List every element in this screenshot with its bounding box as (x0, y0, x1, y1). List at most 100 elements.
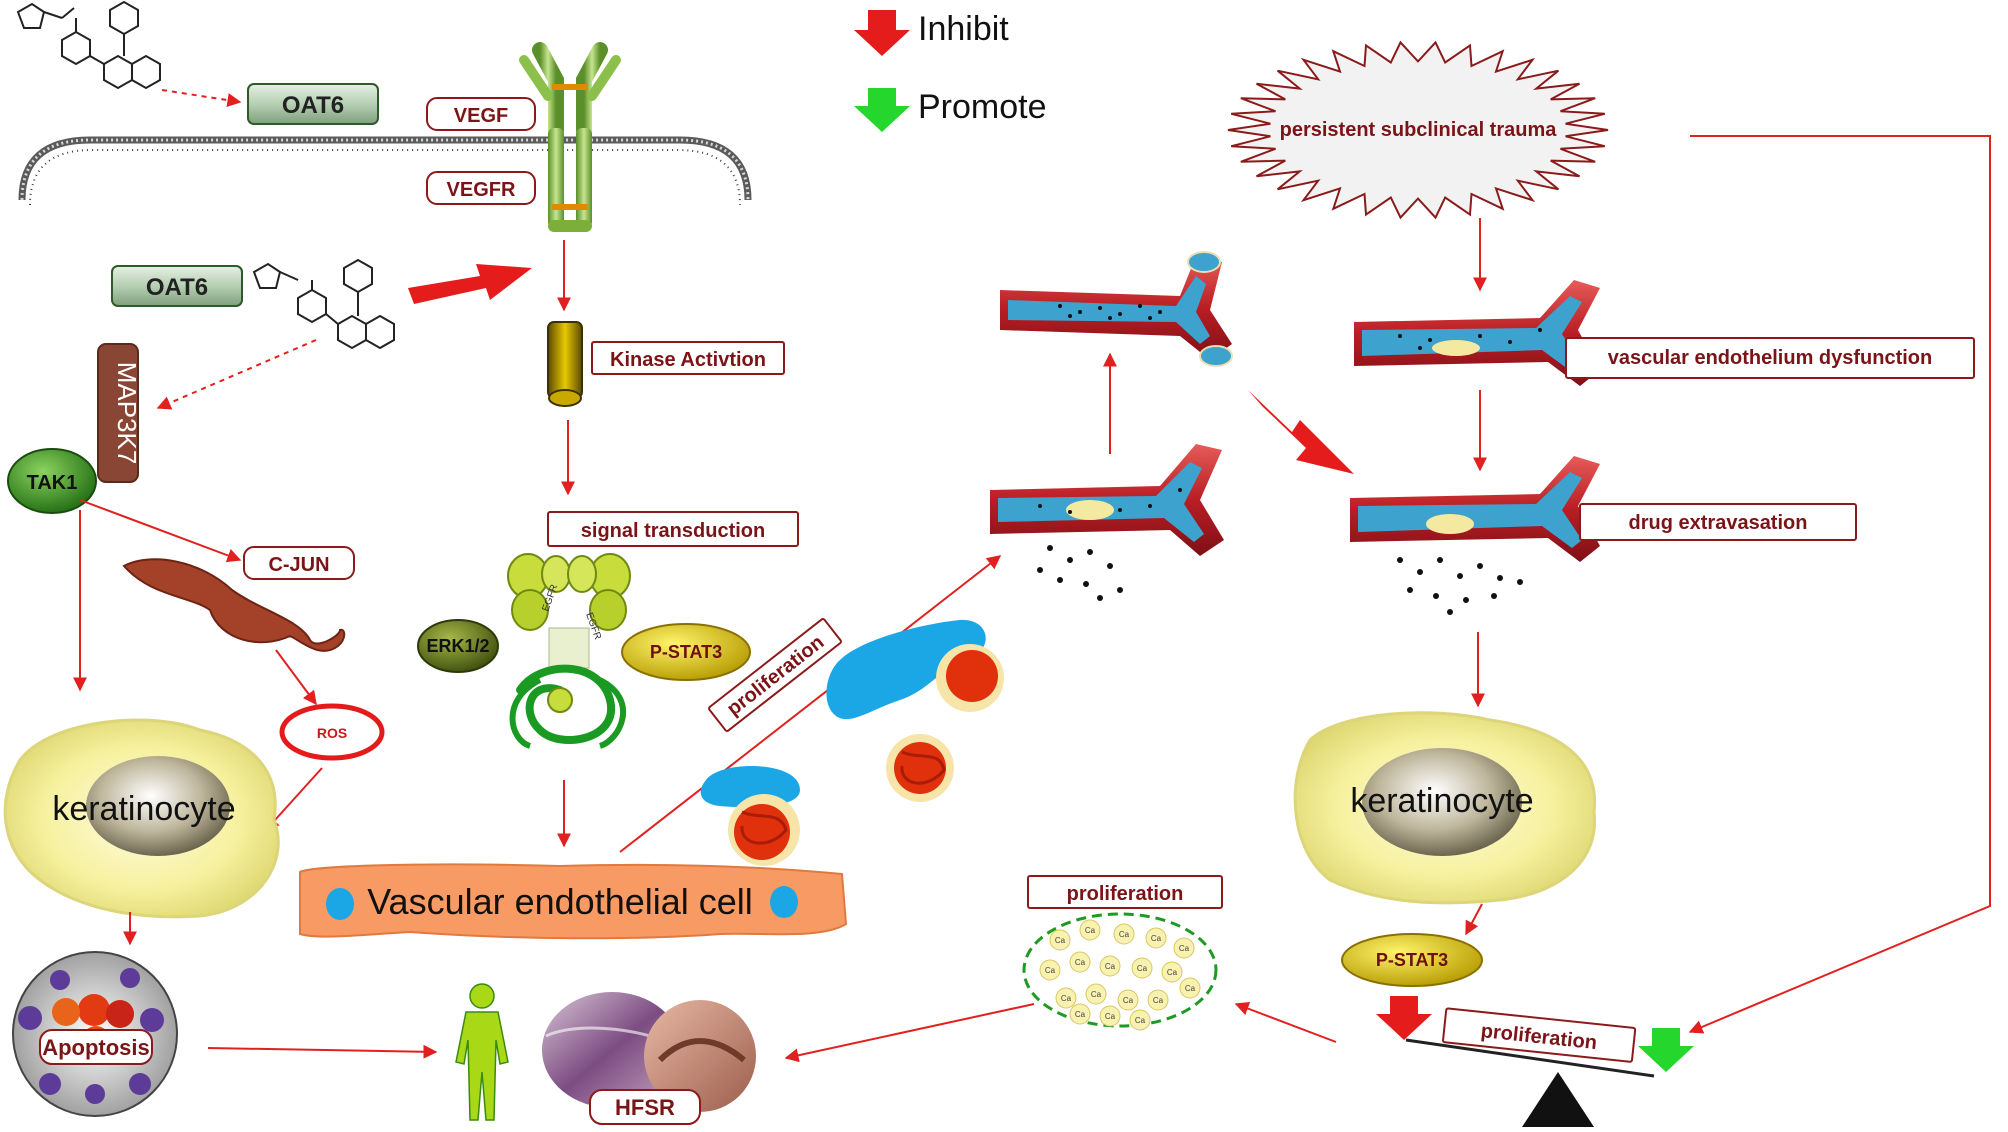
map3k7-label: MAP3K7 (112, 362, 142, 465)
promote-arrow-icon (854, 88, 910, 132)
ca-cell-label: Ca (1153, 996, 1164, 1005)
ca-cell-label: Ca (1091, 990, 1102, 999)
ca-cell (1085, 983, 1107, 1005)
cell-membrane (18, 136, 752, 206)
drug-molecule-left-icon (252, 258, 395, 350)
vessel-leaky-center-icon (990, 444, 1224, 601)
oat6-transporter-top: OAT6 (247, 83, 379, 125)
vessel-leaky-right-icon (1350, 456, 1600, 615)
ca-cell-label: Ca (1185, 984, 1196, 993)
ca-cell-label: Ca (1105, 1012, 1116, 1021)
tak1-ellipse: TAK1 (7, 448, 97, 514)
keratinocyte-left: keratinocyte (3, 718, 280, 919)
ca-cell (1129, 1009, 1151, 1031)
ca-cell-label: Ca (1135, 1016, 1146, 1025)
vegfr-label-box: VEGFR (426, 171, 536, 205)
drug-molecule-top-icon (16, 0, 161, 90)
vascular-endothelial-cell: Vascular endothelial cell (299, 863, 848, 940)
legend-inhibit-label: Inhibit (918, 10, 1009, 48)
cjun-label: C-JUN (268, 554, 329, 576)
vegfr-label: VEGFR (447, 179, 516, 201)
ca-cell (1069, 1003, 1091, 1025)
proliferation-balance: proliferation (1376, 996, 1694, 1127)
ca-cell-label: Ca (1085, 926, 1096, 935)
ca-cell (1099, 1005, 1121, 1027)
pstat3-left-label: P-STAT3 (650, 642, 722, 662)
ros-ellipse: ROS (279, 703, 385, 761)
ca-cell-label: Ca (1167, 968, 1178, 977)
ca-cell (1113, 923, 1135, 945)
ca-cell (1039, 959, 1061, 981)
extravasation-label-box: drug extravasation (1579, 503, 1857, 541)
keratinocyte-right-label: keratinocyte (1350, 782, 1533, 820)
erk-ellipse: ERK1/2 (417, 619, 499, 673)
ca-cell (1079, 919, 1101, 941)
ca-cell (1179, 977, 1201, 999)
proliferation-cells-label: proliferation (1067, 883, 1184, 905)
hfsr-label: HFSR (615, 1095, 675, 1120)
ros-label: ROS (317, 725, 347, 741)
endothelial-label: Vascular endothelial cell (367, 881, 753, 922)
cjun-label-box: C-JUN (243, 546, 355, 580)
ca-cell (1049, 929, 1071, 951)
ca-cell (1145, 927, 1167, 949)
vegf-label-box: VEGF (426, 97, 536, 131)
dysfunction-label-box: vascular endothelium dysfunction (1565, 337, 1975, 379)
apoptosis-cell: Apoptosis (12, 951, 178, 1117)
inhibit-big-arrow-left-icon (408, 264, 532, 304)
ca-cell (1099, 955, 1121, 977)
pstat3-right-ellipse: P-STAT3 (1341, 933, 1483, 987)
ca-cell-label: Ca (1105, 962, 1116, 971)
kinase-icon (547, 321, 583, 407)
keratinocyte-left-label: keratinocyte (52, 790, 235, 828)
trauma-starburst: persistent subclinical trauma (1227, 40, 1609, 220)
ca-cell-label: Ca (1045, 966, 1056, 975)
hfsr-images: HFSR (542, 992, 756, 1125)
vegf-receptor-icon (519, 42, 621, 232)
tak1-label: TAK1 (27, 472, 78, 494)
ca-cell-label: Ca (1123, 996, 1134, 1005)
pstat3-left-ellipse: P-STAT3 (621, 623, 751, 681)
dysfunction-label: vascular endothelium dysfunction (1608, 347, 1933, 369)
trauma-label: persistent subclinical trauma (1280, 119, 1558, 141)
proliferating-cells-icon (700, 619, 1004, 866)
ca-cell (1173, 937, 1195, 959)
ca-cell (1055, 987, 1077, 1009)
legend-promote-label: Promote (918, 88, 1047, 126)
ca-cell-label: Ca (1075, 1010, 1086, 1019)
oat6-top-label: OAT6 (282, 92, 344, 119)
ca-cell (1147, 989, 1169, 1011)
egfr-protein-icon: EGFR EGFR (507, 553, 631, 749)
signal-label: signal transduction (581, 520, 765, 542)
apoptosis-label: Apoptosis (42, 1035, 150, 1060)
signal-label-box: signal transduction (547, 511, 799, 547)
ca-cell-label: Ca (1075, 958, 1086, 967)
ca-cell (1069, 951, 1091, 973)
ca-cell (1117, 989, 1139, 1011)
kinase-label-box: Kinase Activtion (591, 341, 785, 375)
pstat3-right-label: P-STAT3 (1376, 950, 1448, 970)
kinase-label: Kinase Activtion (610, 349, 766, 371)
erk-label: ERK1/2 (426, 636, 489, 656)
ca-cell-label: Ca (1061, 994, 1072, 1003)
human-figure-icon (455, 983, 509, 1121)
ca-cell (1131, 957, 1153, 979)
ca-cell-label: Ca (1151, 934, 1162, 943)
map3k7-box: MAP3K7 (97, 343, 142, 483)
inhibit-big-arrow-center-icon (1248, 390, 1354, 474)
keratinocyte-right: keratinocyte (1293, 711, 1597, 905)
oat6-left-label: OAT6 (146, 274, 208, 301)
cjun-protein-icon (122, 558, 346, 652)
ca-cell-label: Ca (1119, 930, 1130, 939)
ca-cell-label: Ca (1179, 944, 1190, 953)
legend: Inhibit Promote (854, 10, 1047, 132)
ca-cell-label: Ca (1055, 936, 1066, 945)
extravasation-label: drug extravasation (1629, 512, 1808, 534)
inhibit-arrow-icon (854, 10, 910, 56)
ca-cell (1161, 961, 1183, 983)
vessel-healthy-icon (1000, 251, 1233, 367)
vegf-label: VEGF (454, 105, 508, 127)
oat6-transporter-left: OAT6 (111, 265, 243, 307)
